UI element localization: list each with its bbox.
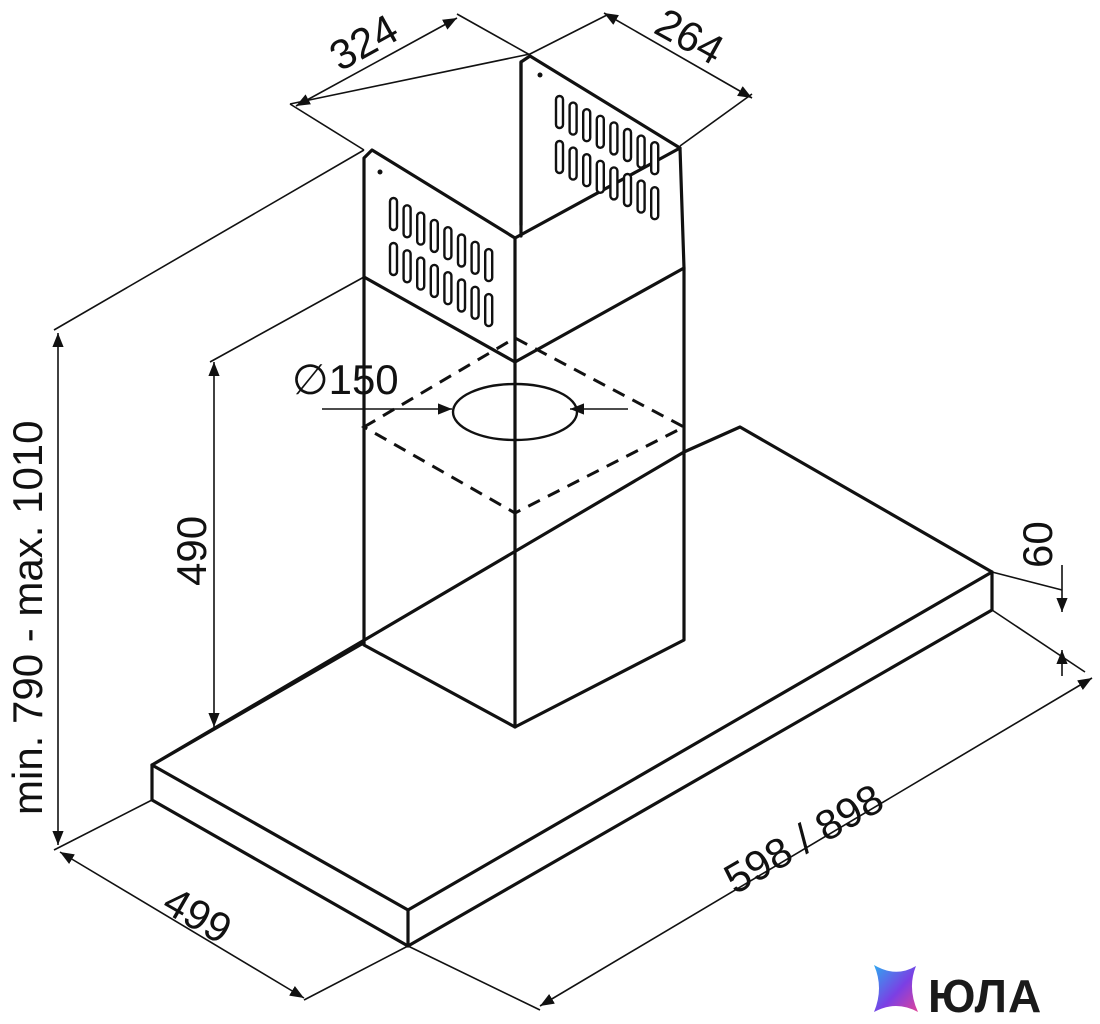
vent-slot <box>595 159 605 195</box>
vent-slot <box>622 172 633 208</box>
vent-slot <box>456 278 467 313</box>
vent-slot <box>484 292 494 328</box>
vent-slot <box>636 179 646 214</box>
chimney-lower <box>362 266 686 729</box>
vent-slot <box>650 140 660 176</box>
vent-slot <box>402 249 412 284</box>
vent-slot <box>554 94 565 130</box>
vent-slots-right <box>554 94 660 221</box>
vent-slot <box>443 271 453 306</box>
vent-slot <box>416 211 426 246</box>
vent-slot <box>595 114 605 150</box>
dimension-lines <box>52 12 1093 1007</box>
vent-slot <box>443 225 453 261</box>
vent-slot <box>429 263 439 299</box>
brand-logo-wordmark: ЮЛА <box>928 970 1042 1022</box>
vent-slot <box>568 101 578 136</box>
dim-top-width-label: 324 <box>322 5 406 80</box>
dim-canopy-width-label: 598 / 898 <box>716 775 891 903</box>
vent-slot <box>470 240 480 276</box>
vent-slot <box>554 139 565 175</box>
vent-slot <box>582 107 592 143</box>
extension-lines <box>53 13 1086 1011</box>
dim-chimney-height-label: 490 <box>168 516 215 586</box>
vent-slot <box>622 127 633 163</box>
chimney-upper-bracket <box>362 54 686 364</box>
vent-slots-left <box>388 196 494 328</box>
duct-opening <box>322 336 688 515</box>
dim-top-depth-label: 264 <box>648 0 732 74</box>
canopy <box>150 425 994 948</box>
vent-slot <box>636 134 646 169</box>
vent-slot <box>416 256 426 291</box>
brand-logo: ЮЛА <box>874 965 1042 1022</box>
dim-canopy-depth-label: 499 <box>156 877 240 953</box>
vent-slot <box>470 285 480 320</box>
vent-slot <box>388 241 399 277</box>
vent-slot <box>402 204 412 239</box>
vent-slot <box>650 185 660 221</box>
vent-slot <box>568 146 578 181</box>
vent-slot <box>609 166 619 201</box>
vent-slot <box>388 196 399 232</box>
vent-slot <box>609 121 619 156</box>
vent-slot <box>429 218 439 254</box>
vent-slot <box>484 247 494 283</box>
dim-duct-diameter-label: ∅150 <box>292 356 399 403</box>
brand-logo-icon <box>874 965 918 1012</box>
vent-slot <box>456 233 467 268</box>
vent-slot <box>582 152 592 188</box>
dim-canopy-thickness-label: 60 <box>1014 521 1061 568</box>
dim-total-height-label: min. 790 - max. 1010 <box>4 420 51 815</box>
